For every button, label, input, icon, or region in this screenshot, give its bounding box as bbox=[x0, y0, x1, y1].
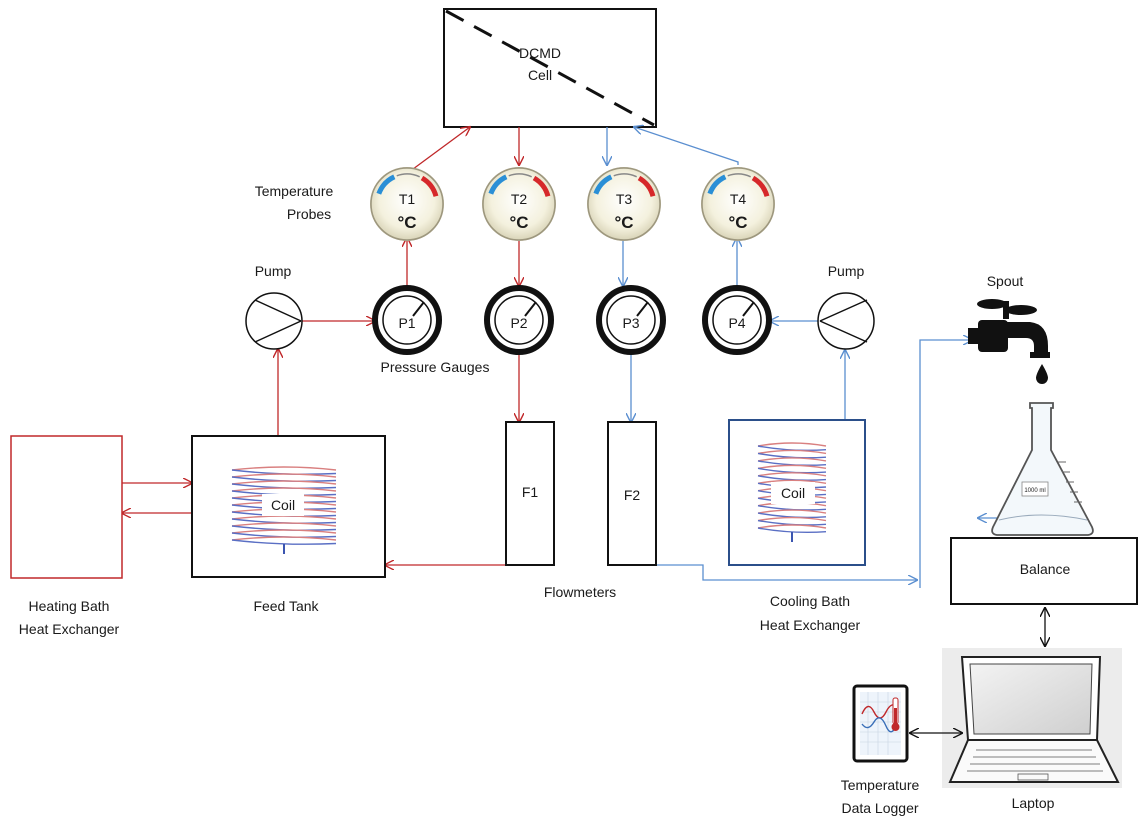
pump-right-label: Pump bbox=[828, 263, 865, 279]
balance-label: Balance bbox=[1020, 561, 1071, 577]
data-logger-icon bbox=[852, 684, 909, 763]
probe-unit-t3: °C bbox=[614, 213, 633, 232]
probe-id-t2: T2 bbox=[511, 191, 528, 207]
probe-id-t1: T1 bbox=[399, 191, 416, 207]
cell-label-line1: DCMD bbox=[519, 45, 561, 61]
cooling-bath-coil-icon bbox=[757, 442, 827, 542]
pump-right bbox=[817, 292, 875, 350]
pressure-gauge-p4: P4 bbox=[702, 285, 772, 355]
cooling-bath: Coil bbox=[728, 419, 866, 566]
feed-tank-coil-label: Coil bbox=[271, 497, 295, 513]
temperature-probes: T1 °C T2 °C T3 °C T4 °C bbox=[370, 167, 775, 241]
probe-id-t3: T3 bbox=[616, 191, 633, 207]
pressure-gauge-p1: P1 bbox=[372, 285, 442, 355]
flowmeter-f1-label: F1 bbox=[522, 484, 539, 500]
gauge-id-p3: P3 bbox=[622, 315, 639, 331]
heating-bath-label-line1: Heating Bath bbox=[29, 598, 110, 614]
spout-faucet-icon bbox=[968, 299, 1050, 384]
heating-bath bbox=[10, 435, 123, 579]
data-logger-label-line1: Temperature bbox=[841, 777, 920, 793]
cooling-bath-coil-label: Coil bbox=[781, 485, 805, 501]
dcmd-cell: DCMD Cell bbox=[443, 8, 657, 128]
erlenmeyer-flask: 1000 ml bbox=[991, 402, 1094, 536]
temperature-probe-t3: T3 °C bbox=[587, 167, 661, 241]
temperature-probes-label-line1: Temperature bbox=[255, 183, 334, 199]
temperature-probe-t1: T1 °C bbox=[370, 167, 444, 241]
probe-unit-t4: °C bbox=[728, 213, 747, 232]
pressure-gauges: P1 P2 P3 P4 bbox=[372, 285, 772, 355]
balance: Balance bbox=[950, 537, 1138, 605]
data-logger-label-line2: Data Logger bbox=[841, 800, 918, 816]
feed-tank-label: Feed Tank bbox=[253, 598, 319, 614]
hot-loop-lines bbox=[122, 127, 554, 565]
pressure-gauges-label: Pressure Gauges bbox=[381, 359, 490, 375]
spout-label: Spout bbox=[987, 273, 1024, 289]
pressure-gauge-p2: P2 bbox=[484, 285, 554, 355]
temperature-probe-t4: T4 °C bbox=[701, 167, 775, 241]
probe-unit-t2: °C bbox=[509, 213, 528, 232]
pressure-gauge-p3: P3 bbox=[596, 285, 666, 355]
flowmeter-f1: F1 bbox=[505, 421, 555, 566]
cooling-bath-label-line1: Cooling Bath bbox=[770, 593, 850, 609]
laptop-label: Laptop bbox=[1012, 795, 1055, 811]
heating-bath-label-line2: Heat Exchanger bbox=[19, 621, 120, 637]
flask-volume-label: 1000 ml bbox=[1024, 488, 1045, 494]
feed-tank: Coil bbox=[191, 435, 386, 578]
gauge-id-p2: P2 bbox=[510, 315, 527, 331]
probe-id-t4: T4 bbox=[730, 191, 747, 207]
gauge-id-p4: P4 bbox=[728, 315, 745, 331]
temperature-probe-t2: T2 °C bbox=[482, 167, 556, 241]
temperature-probes-label-line2: Probes bbox=[287, 206, 331, 222]
pump-left-label: Pump bbox=[255, 263, 292, 279]
cooling-bath-label-line2: Heat Exchanger bbox=[760, 617, 861, 633]
pump-left bbox=[245, 292, 303, 350]
flowmeters-label: Flowmeters bbox=[544, 584, 616, 600]
gauge-id-p1: P1 bbox=[398, 315, 415, 331]
cold-loop-lines bbox=[607, 127, 1015, 588]
flowmeter-f2: F2 bbox=[607, 421, 657, 566]
laptop-icon bbox=[942, 648, 1122, 788]
probe-unit-t1: °C bbox=[397, 213, 416, 232]
flowmeter-f2-label: F2 bbox=[624, 487, 641, 503]
cell-label-line2: Cell bbox=[528, 67, 552, 83]
